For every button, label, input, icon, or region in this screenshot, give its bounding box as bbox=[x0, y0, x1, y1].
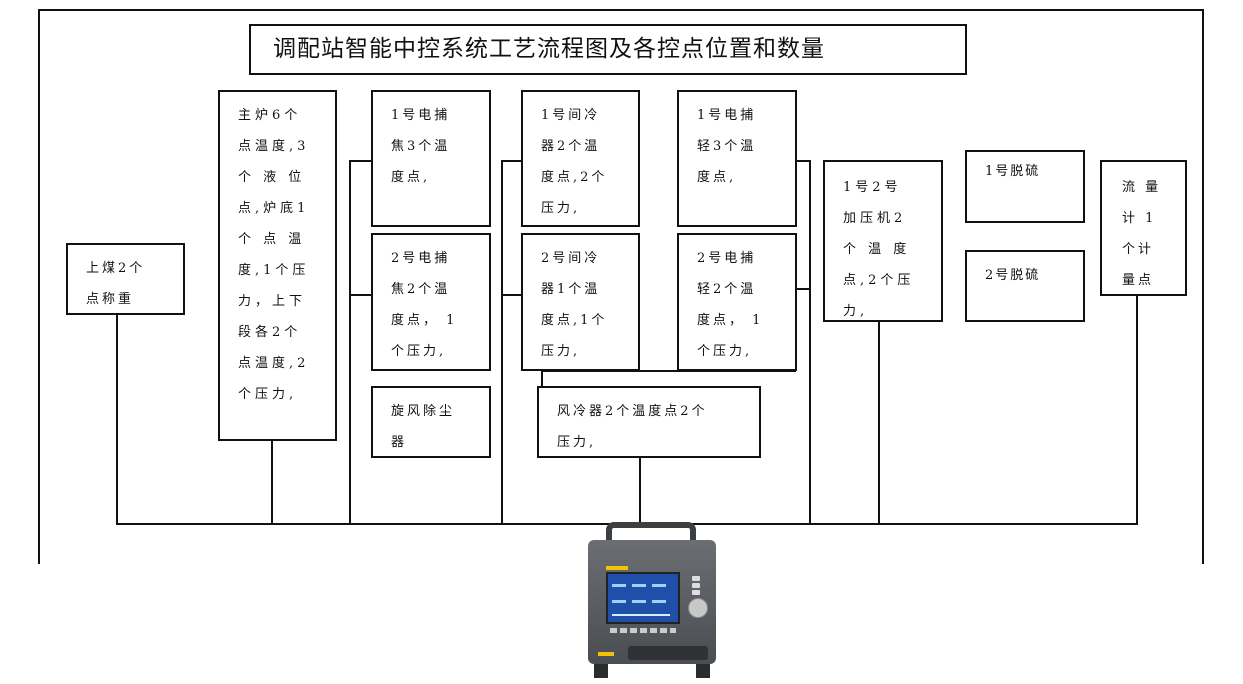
cyclone-dust-box: 旋风除尘 器 bbox=[371, 386, 491, 458]
flowmeter-box: 流 量 计 1 个计 量点 bbox=[1100, 160, 1187, 296]
stub-esp-coke-2 bbox=[349, 294, 372, 296]
device-label bbox=[598, 652, 614, 656]
esp-coke-1-box: 1号电捕 焦3个温 度点, bbox=[371, 90, 491, 227]
connector-furnace bbox=[271, 440, 273, 524]
connector-esp-coke bbox=[349, 160, 351, 524]
frame-top-line bbox=[38, 9, 1204, 11]
compressor-box: 1号2号 加压机2 个 温 度 点,2个压 力, bbox=[823, 160, 943, 322]
device-printer-slot bbox=[628, 646, 708, 660]
stub-cooler-2 bbox=[501, 294, 522, 296]
cooler-2-box: 2号间冷 器1个温 度点,1个 压力, bbox=[521, 233, 640, 371]
device-handle bbox=[606, 522, 696, 546]
stub-esp-coke-1 bbox=[349, 160, 372, 162]
stub-cooler-1 bbox=[501, 160, 522, 162]
desulf-2-box: 2号脱硫 bbox=[965, 250, 1085, 322]
diagram-title: 调配站智能中控系统工艺流程图及各控点位置和数量 bbox=[249, 24, 967, 75]
device-keypad bbox=[682, 574, 710, 634]
cooler-1-box: 1号间冷 器2个温 度点,2个 压力, bbox=[521, 90, 640, 227]
connector-cooler bbox=[501, 160, 503, 524]
stub-esp-light-1 bbox=[796, 160, 811, 162]
device-screen bbox=[606, 572, 680, 624]
esp-coke-2-box: 2号电捕 焦2个温 度点， 1 个压力, bbox=[371, 233, 491, 371]
stub-esp-light-down bbox=[541, 370, 543, 388]
device-foot-right bbox=[696, 664, 710, 678]
air-cooler-box: 风冷器2个温度点2个 压力, bbox=[537, 386, 761, 458]
connector-air-cooler bbox=[639, 456, 641, 524]
esp-light-2-box: 2号电捕 轻2个温 度点， 1 个压力, bbox=[677, 233, 797, 371]
frame-left-line bbox=[38, 9, 40, 564]
device-function-keys bbox=[610, 628, 676, 633]
connector-flowmeter bbox=[1136, 296, 1138, 524]
temperature-recorder-icon bbox=[582, 522, 720, 682]
connector-coal bbox=[116, 314, 118, 524]
coal-weighing-box: 上煤2个 点称重 bbox=[66, 243, 185, 315]
stub-esp-light-2 bbox=[796, 288, 811, 290]
connector-esp-light bbox=[809, 160, 811, 524]
esp-light-1-box: 1号电捕 轻3个温 度点, bbox=[677, 90, 797, 227]
device-dial bbox=[688, 598, 708, 618]
device-body bbox=[588, 540, 716, 664]
device-foot-left bbox=[594, 664, 608, 678]
frame-right-line bbox=[1202, 9, 1204, 564]
main-furnace-box: 主炉6个 点温度,3 个 液 位 点,炉底1 个 点 温 度,1个压 力，上下 … bbox=[218, 90, 337, 441]
device-brand-strip bbox=[606, 566, 628, 570]
desulf-1-box: 1号脱硫 bbox=[965, 150, 1085, 223]
connector-compressor bbox=[878, 320, 880, 524]
stub-esp-light-group bbox=[541, 370, 796, 372]
